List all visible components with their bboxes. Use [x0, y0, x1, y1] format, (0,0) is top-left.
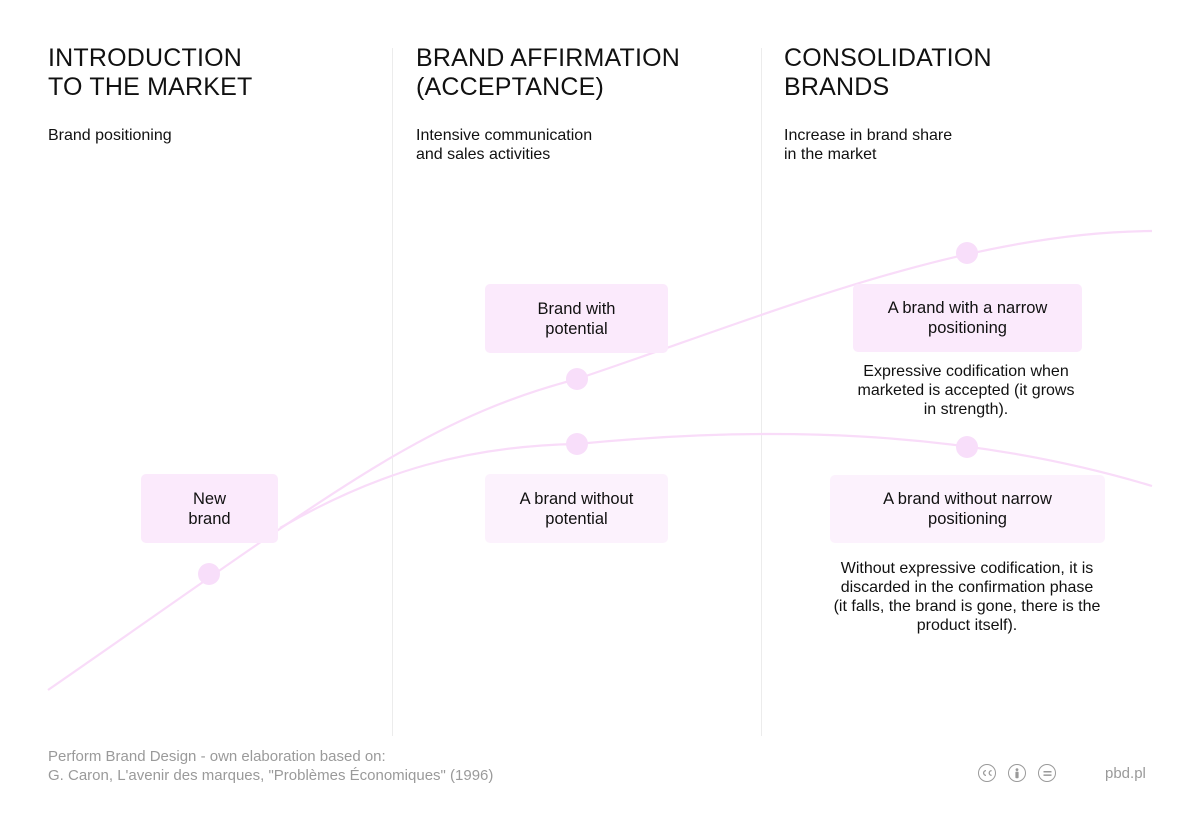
phase-title: INTRODUCTION TO THE MARKET	[48, 44, 253, 101]
curve-dot-with-potential	[566, 368, 588, 390]
license-icons	[978, 764, 1056, 782]
phase-affirmation: BRAND AFFIRMATION (ACCEPTANCE) Intensive…	[416, 44, 680, 164]
cc-icon	[978, 764, 996, 782]
site-link[interactable]: pbd.pl	[1105, 765, 1146, 782]
box-without-narrow-positioning: A brand without narrow positioning	[830, 475, 1105, 543]
column-divider-2	[761, 48, 762, 736]
lower-curve	[279, 432, 1153, 529]
phase-subtitle: Brand positioning	[48, 127, 172, 144]
phase-title: CONSOLIDATION BRANDS	[784, 44, 992, 101]
phase-consolidation: CONSOLIDATION BRANDS Increase in brand s…	[784, 44, 992, 164]
column-divider-1	[392, 48, 393, 736]
curve-dot-without-potential	[566, 433, 588, 455]
by-icon	[1008, 764, 1026, 782]
box-narrow-positioning: A brand with a narrow positioning	[853, 284, 1082, 352]
phase-introduction: INTRODUCTION TO THE MARKET Brand positio…	[48, 44, 252, 145]
curve-dot-without-narrow	[956, 436, 978, 458]
box-brand-without-potential: A brand without potential	[485, 474, 668, 543]
box-new-brand: New brand	[141, 474, 278, 543]
source-credit: Perform Brand Design - own elaboration b…	[48, 748, 494, 784]
note-narrow-positioning: Expressive codification when marketed is…	[857, 363, 1075, 418]
nd-icon	[1038, 764, 1056, 782]
box-brand-with-potential: Brand with potential	[485, 284, 668, 353]
phase-subtitle: Increase in brand share in the market	[784, 127, 953, 163]
curve-dot-new-brand	[198, 563, 220, 585]
curve-dot-narrow	[956, 242, 978, 264]
phase-title: BRAND AFFIRMATION (ACCEPTANCE)	[416, 44, 681, 101]
note-without-narrow-positioning: Without expressive codification, it is d…	[833, 560, 1101, 634]
phase-subtitle: Intensive communication and sales activi…	[416, 127, 593, 163]
